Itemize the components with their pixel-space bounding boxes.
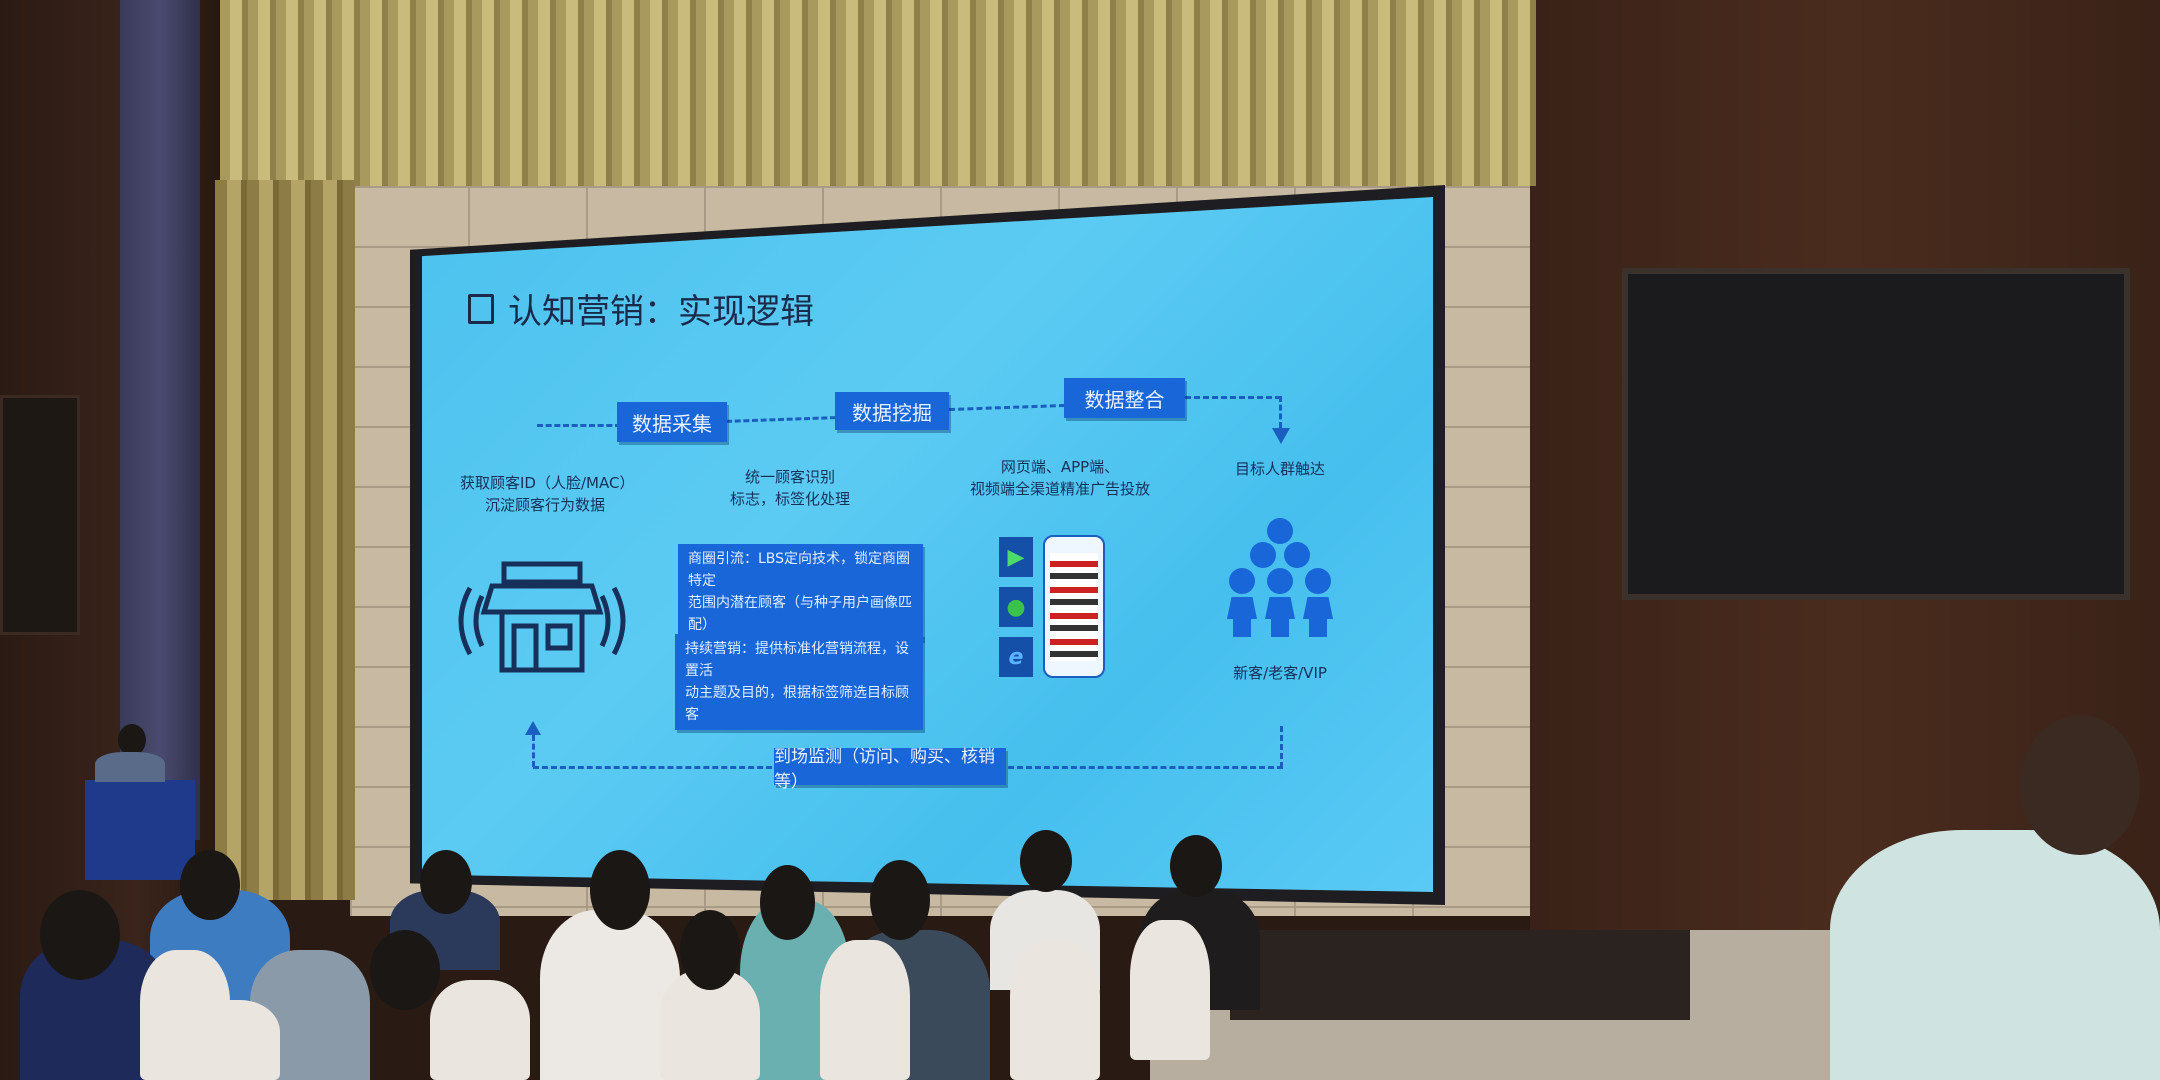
caption-integrate: 网页端、APP端、 视频端全渠道精准广告投放 [950, 456, 1170, 500]
flow-line [1279, 396, 1282, 428]
caption-line: 统一顾客识别 [744, 468, 835, 486]
info-box-traffic: 商圈引流：LBS定向技术，锁定商圈特定 范围内潜在顾客（与种子用户画像匹配） [678, 544, 923, 640]
wechat-icon: ● [999, 587, 1033, 627]
feedback-line [1280, 726, 1283, 768]
flow-line [1185, 396, 1281, 399]
foreground-person [1830, 830, 2160, 1080]
caption-target: 目标人群触达 [1234, 460, 1325, 478]
caption-segments: 新客/老客/VIP [1233, 664, 1327, 682]
slide-icon [468, 293, 494, 324]
feedback-monitoring-box: 到场监测（访问、购买、核销等） [774, 747, 1006, 792]
caption-line: 标志，标签化处理 [729, 490, 850, 508]
side-curtain [215, 180, 355, 900]
video-app-icon: ▶ [999, 537, 1033, 577]
caption-mine: 统一顾客识别 标志，标签化处理 [720, 466, 860, 510]
curtain-valance [220, 0, 1536, 186]
feedback-line [532, 735, 535, 767]
slide-title: 认知营销：实现逻辑 [468, 284, 814, 333]
wall-monitor [1622, 268, 2130, 600]
info-box-retention: 持续营销：提供标准化营销流程，设置活 动主题及目的，根据标签筛选目标顾客 [675, 634, 923, 730]
caption-line: 沉淀顾客行为数据 [484, 496, 605, 514]
info-line: 动主题及目的，根据标签筛选目标顾客 [685, 685, 909, 723]
flow-line [537, 424, 621, 427]
ie-browser-icon: e [999, 637, 1033, 677]
people-group-icon [1222, 518, 1342, 643]
caption-line: 网页端、APP端、 [1000, 458, 1120, 476]
podium [85, 780, 195, 880]
phone-mockup-icon [1043, 535, 1105, 678]
stage [1230, 930, 1690, 1020]
info-line: 商圈引流：LBS定向技术，锁定商圈特定 [688, 551, 911, 589]
info-line: 范围内潜在顾客（与种子用户画像匹配） [688, 595, 912, 633]
arrow-down-icon [1272, 428, 1290, 444]
channel-icons: ▶ ● e [999, 537, 1033, 677]
step-data-integration: 数据整合 [1064, 378, 1185, 418]
arrow-up-icon [525, 721, 541, 735]
caption-line: 视频端全渠道精准广告投放 [969, 480, 1150, 498]
step-data-mining: 数据挖掘 [835, 392, 949, 430]
step-data-collection: 数据采集 [617, 402, 727, 442]
speaker [118, 724, 146, 756]
caption-collect: 获取顾客ID（人脸/MAC） 沉淀顾客行为数据 [460, 472, 635, 516]
speaker-body [95, 752, 165, 782]
slide-title-text: 认知营销：实现逻辑 [508, 292, 814, 332]
audience [0, 820, 1300, 1080]
pillar [120, 0, 200, 840]
foreground-person-head [2020, 715, 2140, 855]
info-line: 持续营销：提供标准化营销流程，设置活 [685, 641, 909, 679]
caption-line: 获取顾客ID（人脸/MAC） [460, 474, 635, 492]
store-icon [458, 561, 626, 673]
left-wall-panel [0, 395, 80, 635]
